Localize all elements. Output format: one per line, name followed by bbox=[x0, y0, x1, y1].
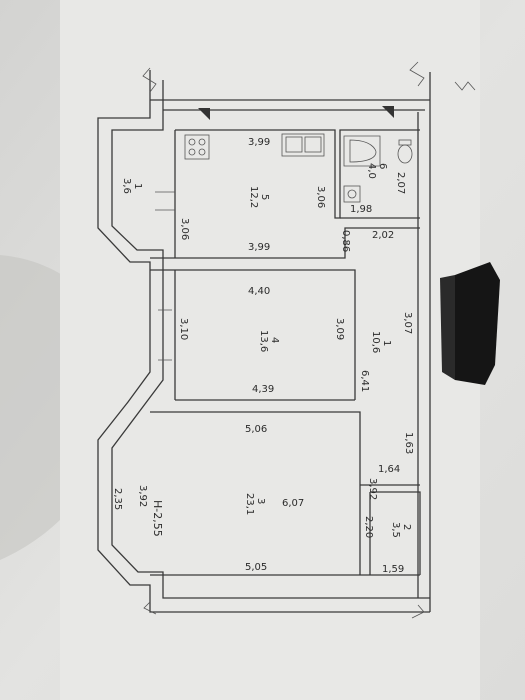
dim-closet-left: 2,20 bbox=[363, 516, 374, 538]
outer-walls bbox=[97, 61, 476, 619]
dim-bath-right: 2,07 bbox=[395, 172, 406, 194]
dim-bedroom-left: 3,10 bbox=[178, 318, 189, 340]
room-balcony-area: 3,6 bbox=[121, 178, 132, 194]
dim-partition: 0,86 bbox=[340, 230, 351, 252]
dim-kitchen-bottom: 3,99 bbox=[248, 242, 270, 253]
dim-closet-top: 1,64 bbox=[378, 464, 400, 475]
room-closet-area: 3,5 bbox=[390, 522, 401, 538]
dim-kitchen-top: 3,99 bbox=[248, 137, 270, 148]
dim-living-right: 3,92 bbox=[367, 478, 378, 500]
dim-bay-left: 2,35 bbox=[112, 488, 123, 510]
dim-bedroom-bottom: 4,39 bbox=[252, 384, 274, 395]
dim-bedroom-top: 4,40 bbox=[248, 286, 270, 297]
bathtub bbox=[343, 135, 381, 167]
dim-kitchen-left: 3,06 bbox=[179, 218, 190, 240]
room-living-area: 23,1 bbox=[244, 493, 255, 515]
room-bedroom-number: 4 bbox=[269, 337, 280, 343]
room-kitchen-number: 5 bbox=[259, 194, 270, 200]
room-corridor-area: 10,6 bbox=[370, 331, 381, 353]
room-bath-area: 4,0 bbox=[366, 163, 377, 179]
vent-marker-2 bbox=[382, 106, 394, 118]
room-closet-number: 2 bbox=[401, 524, 412, 530]
dark-object-shadow bbox=[455, 262, 500, 385]
kitchen-stove bbox=[184, 134, 210, 160]
dim-closet-bottom: 1,59 bbox=[382, 564, 404, 575]
kitchen-sink bbox=[281, 133, 325, 157]
room-living-number: 3 bbox=[255, 498, 266, 504]
dim-kitchen-right: 3,06 bbox=[315, 186, 326, 208]
dim-living-depth: 6,07 bbox=[282, 498, 304, 509]
dim-corridor-length: 6,41 bbox=[359, 370, 370, 392]
dim-bedroom-right: 3,09 bbox=[334, 318, 345, 340]
dim-living-bottom: 5,05 bbox=[245, 562, 267, 573]
washbasin bbox=[343, 185, 361, 203]
room-bath-number: 6 bbox=[377, 163, 388, 169]
dim-bath-bottom: 1,98 bbox=[350, 204, 372, 215]
labels: 3,99 3,99 1,98 2,02 4,40 4,39 5,06 5,05 … bbox=[112, 137, 414, 575]
dim-corridor-right: 3,07 bbox=[402, 312, 413, 334]
ceiling-height-label: H-2,55 bbox=[151, 500, 164, 537]
dim-hall-low: 1,63 bbox=[403, 432, 414, 454]
room-kitchen-area: 12,2 bbox=[248, 186, 259, 208]
room-corridor-number: 1 bbox=[381, 340, 392, 346]
paper-sheet bbox=[60, 0, 480, 700]
dim-living-left: 3,92 bbox=[137, 485, 148, 507]
dark-object-edge bbox=[440, 275, 455, 380]
toilet bbox=[397, 139, 413, 164]
interior-walls bbox=[150, 129, 421, 576]
vent-marker-1 bbox=[198, 108, 210, 120]
dim-living-top: 5,06 bbox=[245, 424, 267, 435]
dim-corridor-top: 2,02 bbox=[372, 230, 394, 241]
room-balcony-number: 1 bbox=[132, 183, 143, 189]
room-bedroom-area: 13,6 bbox=[258, 330, 269, 352]
